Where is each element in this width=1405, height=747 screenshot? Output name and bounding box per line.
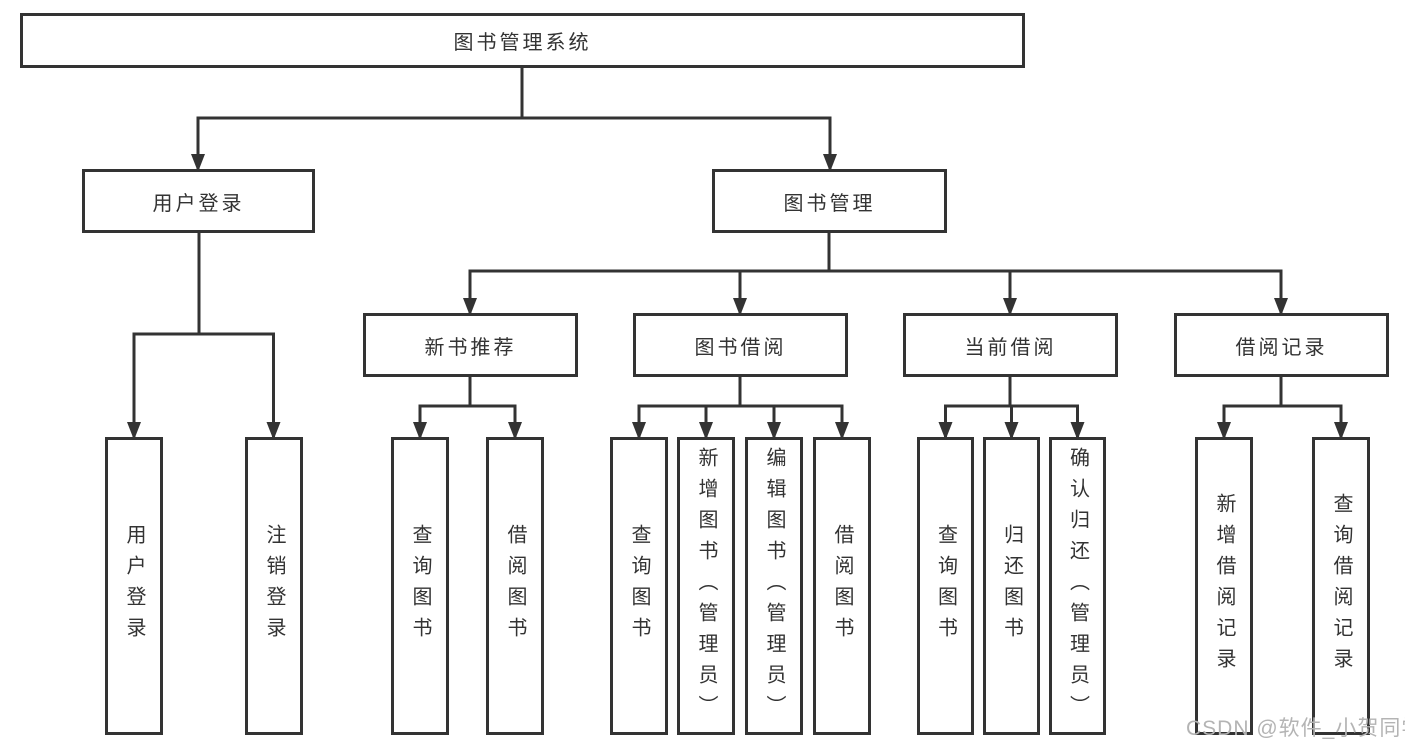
leaf-borrow-books: 借阅图书	[813, 437, 871, 735]
leaf-borrow-query-books: 查询图书	[610, 437, 668, 735]
node-current-borrow-label: 当前借阅	[964, 336, 1057, 359]
node-current-borrow: 当前借阅	[903, 313, 1118, 377]
connector-current-borrow-children	[938, 373, 1085, 440]
leaf-query-borrow-record: 查询借阅记录	[1312, 437, 1370, 735]
leaf-borrow-books-label: 借阅图书	[831, 524, 853, 648]
leaf-edit-books-admin-label: 编辑图书（管理员）	[763, 446, 785, 726]
leaf-user-login: 用户登录	[105, 437, 163, 735]
node-book-management: 图书管理	[712, 169, 947, 233]
node-borrow-records: 借阅记录	[1174, 313, 1389, 377]
leaf-query-borrow-record-label: 查询借阅记录	[1330, 493, 1352, 679]
leaf-edit-books-admin: 编辑图书（管理员）	[745, 437, 803, 735]
node-user-login-label: 用户登录	[152, 192, 245, 215]
leaf-logout-login-label: 注销登录	[263, 524, 285, 648]
leaf-confirm-return-admin: 确认归还（管理员）	[1049, 437, 1106, 735]
node-user-login: 用户登录	[82, 169, 315, 233]
connector-root-to-level2	[191, 64, 837, 172]
connector-new-book-recommend-children	[413, 373, 522, 440]
connector-user-login-children	[127, 229, 281, 440]
leaf-recommend-query-books: 查询图书	[391, 437, 449, 735]
leaf-return-books: 归还图书	[983, 437, 1040, 735]
connector-book-borrow-children	[632, 373, 849, 440]
csdn-watermark: CSDN @软件_小贺同学	[1186, 717, 1405, 740]
connector-book-management-children	[463, 230, 1288, 316]
node-book-management-label: 图书管理	[783, 192, 876, 215]
leaf-recommend-query-books-label: 查询图书	[409, 524, 431, 648]
leaf-recommend-borrow-books: 借阅图书	[486, 437, 544, 735]
node-book-borrow-label: 图书借阅	[694, 336, 787, 359]
connector-borrow-records-children	[1217, 373, 1348, 440]
node-root: 图书管理系统	[20, 13, 1025, 68]
node-borrow-records-label: 借阅记录	[1235, 336, 1328, 359]
leaf-logout-login: 注销登录	[245, 437, 303, 735]
leaf-current-query-books: 查询图书	[917, 437, 974, 735]
leaf-recommend-borrow-books-label: 借阅图书	[504, 524, 526, 648]
node-root-label: 图书管理系统	[453, 32, 592, 54]
leaf-confirm-return-admin-label: 确认归还（管理员）	[1066, 446, 1089, 726]
leaf-borrow-query-books-label: 查询图书	[628, 524, 650, 648]
leaf-add-books-admin-label: 新增图书（管理员）	[695, 446, 717, 726]
leaf-user-login-label: 用户登录	[123, 524, 145, 648]
leaf-return-books-label: 归还图书	[1000, 524, 1023, 648]
node-new-book-recommend: 新书推荐	[363, 313, 578, 377]
node-book-borrow: 图书借阅	[633, 313, 848, 377]
leaf-add-borrow-record: 新增借阅记录	[1195, 437, 1253, 735]
leaf-add-books-admin: 新增图书（管理员）	[677, 437, 735, 735]
leaf-current-query-books-label: 查询图书	[934, 524, 957, 648]
node-new-book-recommend-label: 新书推荐	[424, 336, 517, 359]
leaf-add-borrow-record-label: 新增借阅记录	[1213, 493, 1235, 679]
